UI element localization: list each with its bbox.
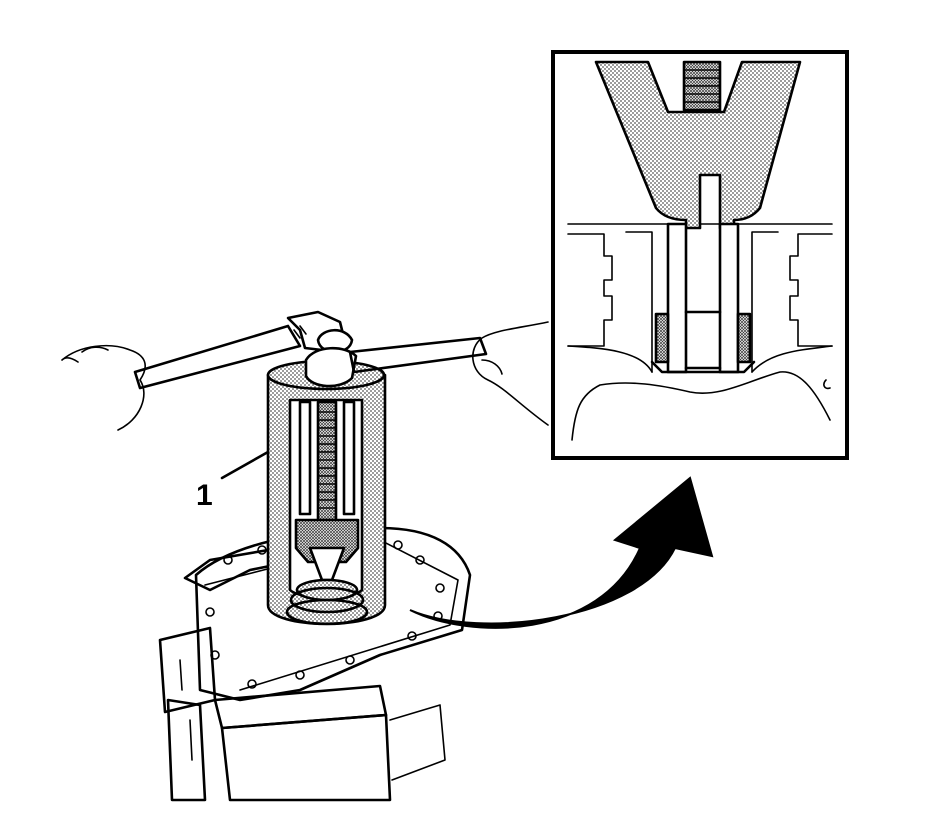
right-hand	[472, 321, 549, 426]
curved-arrow	[409, 476, 714, 629]
open-end-wrench	[304, 336, 488, 388]
callout-label-1: 1	[196, 479, 213, 512]
detail-inset	[551, 50, 849, 460]
screw-threads	[317, 411, 337, 509]
adjustable-wrench	[133, 310, 354, 390]
callout-1: 1	[196, 450, 270, 512]
left-hand	[61, 344, 146, 431]
seal-installer-tool	[266, 359, 387, 626]
